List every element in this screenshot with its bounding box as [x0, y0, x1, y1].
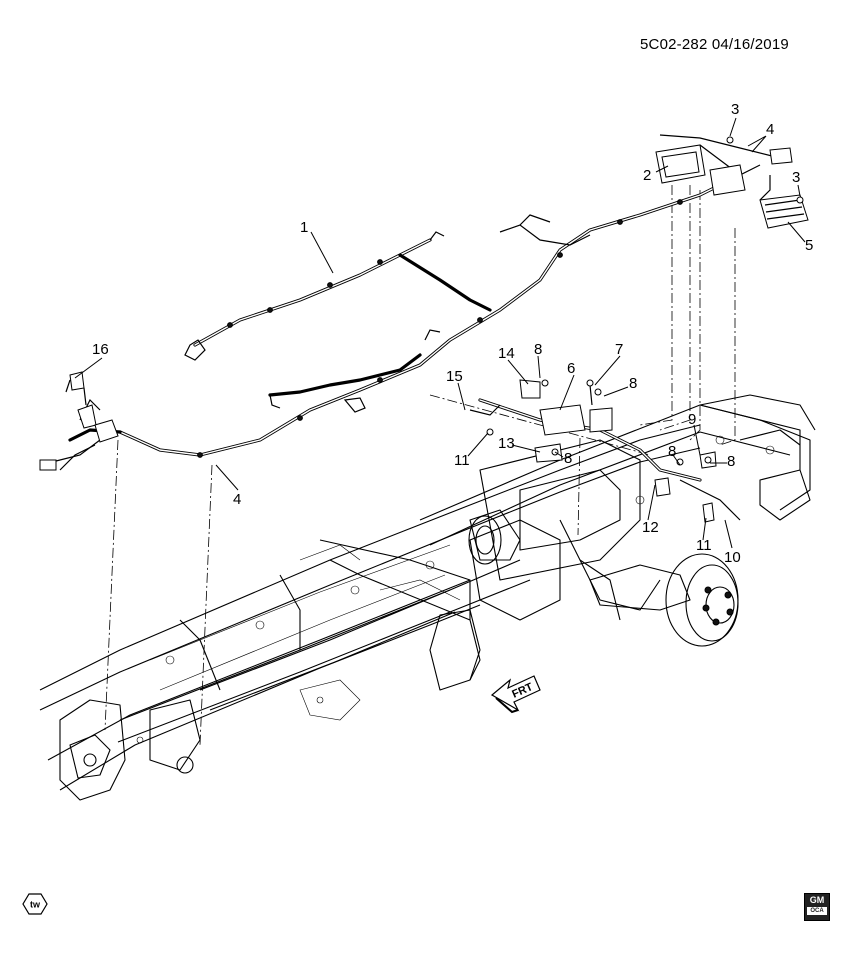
callout-14: 14	[498, 345, 515, 362]
diagram-code: 5C02-282 04/16/2019	[640, 36, 789, 53]
callout-8a: 8	[534, 341, 542, 358]
callout-4b: 4	[766, 121, 774, 138]
callout-7: 7	[615, 341, 623, 358]
front-harness-cluster	[39, 371, 122, 471]
callout-12: 12	[642, 519, 659, 536]
gm-logo-subtext: OCA	[807, 907, 827, 915]
callout-15: 15	[446, 368, 463, 385]
callout-9: 9	[688, 411, 696, 428]
mid-harness	[469, 379, 741, 523]
callout-8b: 8	[629, 375, 637, 392]
callout-2: 2	[643, 167, 651, 184]
callout-5: 5	[805, 237, 813, 254]
callout-1: 1	[300, 219, 308, 236]
callout-13: 13	[498, 435, 515, 452]
callout-3a: 3	[731, 101, 739, 118]
front-direction-arrow: FRT	[490, 675, 541, 714]
chassis-wiring-harness	[118, 178, 732, 458]
callout-3b: 3	[792, 169, 800, 186]
callout-8c: 8	[564, 450, 572, 467]
gm-logo: GM OCA	[804, 893, 830, 921]
callout-16: 16	[92, 341, 109, 358]
alignment-lines	[104, 185, 736, 746]
callout-8d: 8	[668, 443, 676, 460]
callout-8e: 8	[727, 453, 735, 470]
callout-leaders	[74, 117, 806, 549]
callout-11a: 11	[454, 452, 470, 469]
tw-badge: tw	[22, 893, 48, 915]
callout-11b: 11	[696, 537, 712, 554]
callout-10: 10	[724, 549, 741, 566]
tw-badge-label: tw	[30, 900, 41, 910]
gm-logo-text: GM	[809, 895, 825, 905]
chassis-frame	[39, 394, 816, 801]
callout-6: 6	[567, 360, 575, 377]
callout-4a: 4	[233, 491, 241, 508]
rear-components	[655, 134, 809, 229]
callout-numbers: 1 2 3 3 4 4 5 6 7 8 8 8 8 8 8 9 10 11 11…	[92, 101, 813, 566]
